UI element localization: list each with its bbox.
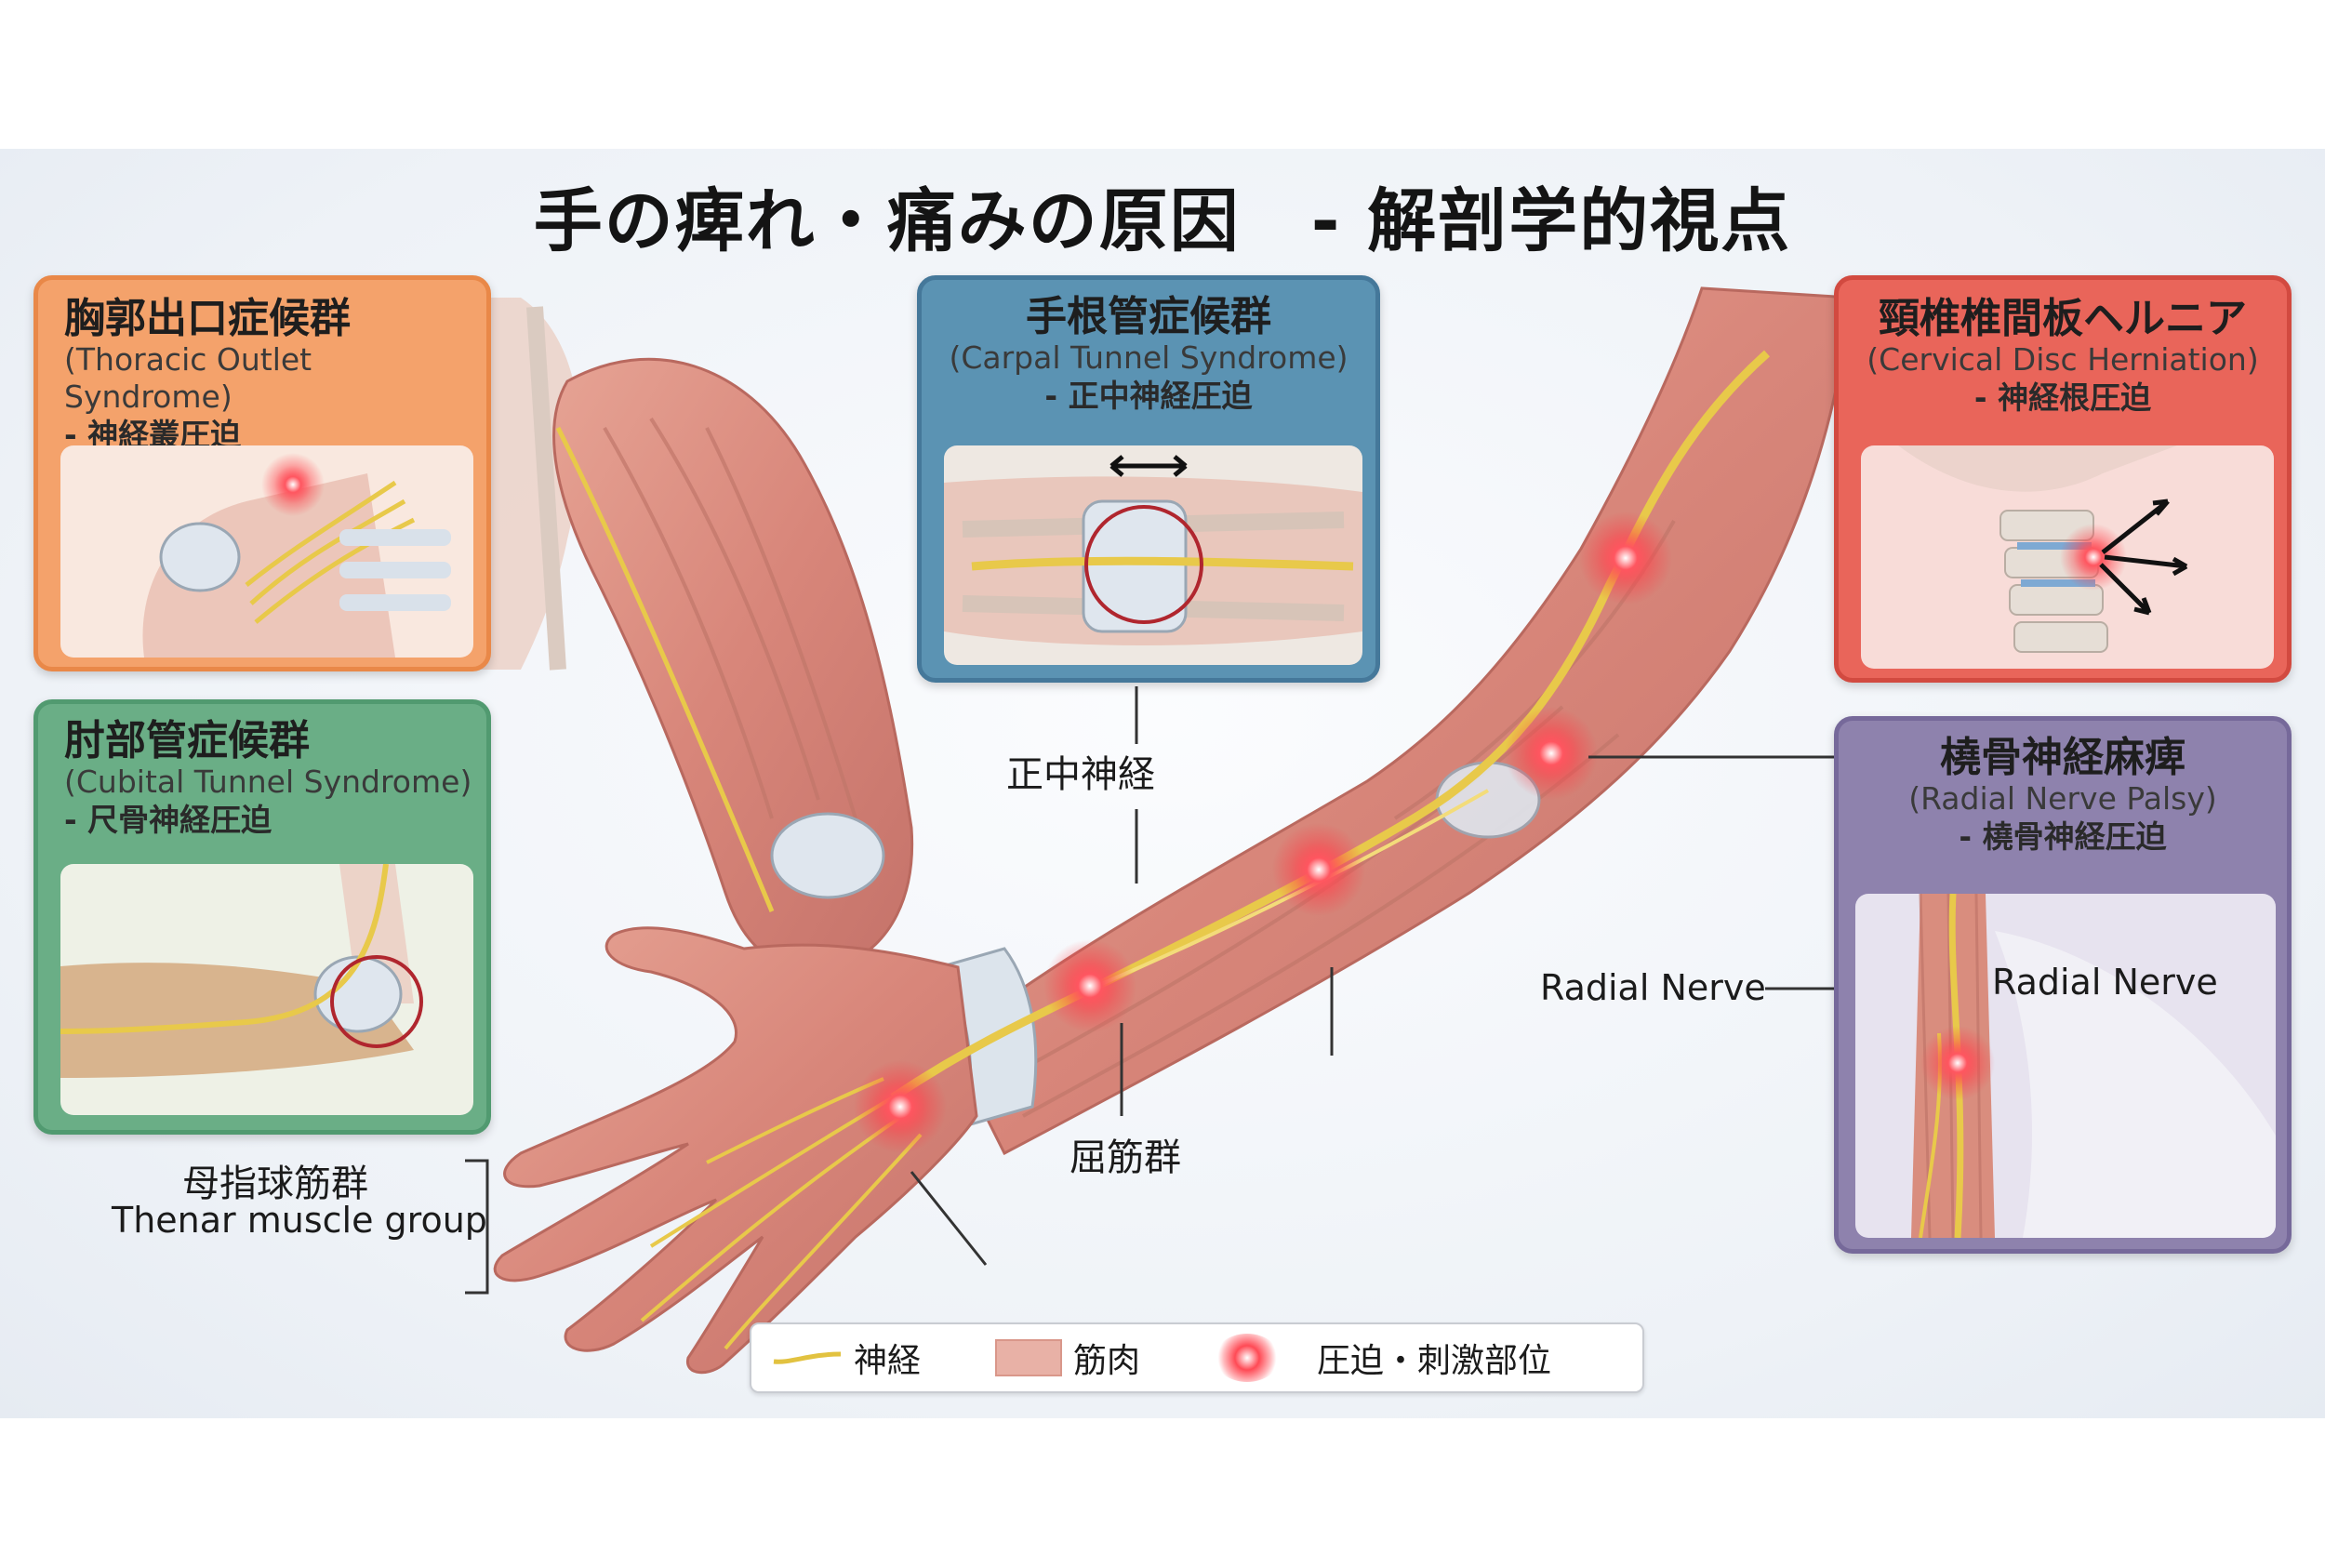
panel-title: 胸郭出口症候群 bbox=[64, 295, 351, 342]
label-flexor-group: 屈筋群 bbox=[1070, 1136, 1181, 1179]
arrow-icons bbox=[2099, 498, 2188, 616]
shoulder-region bbox=[465, 298, 580, 671]
compression-spot-mid-forearm bbox=[1272, 823, 1365, 916]
double-arrow-icon bbox=[1109, 455, 1188, 477]
panel-subtitle: (Cervical Disc Herniation) bbox=[1867, 341, 2259, 379]
compression-spot-elbow bbox=[1505, 707, 1598, 800]
legend-item-muscle: 筋肉 bbox=[995, 1334, 1140, 1382]
nerve-line-icon bbox=[773, 1351, 842, 1364]
label-thenar-en: Thenar muscle group bbox=[112, 1200, 487, 1241]
label-radial-nerve-right: Radial Nerve bbox=[1992, 962, 2218, 1003]
thoracic-outlet-illustration bbox=[60, 445, 473, 658]
compression-spot-palm bbox=[854, 1060, 947, 1153]
compression-spot-icon bbox=[1215, 1334, 1280, 1382]
panel-note: - 神経根圧迫 bbox=[1973, 379, 2152, 416]
panel-title: 橈骨神経麻痺 bbox=[1940, 734, 2186, 781]
label-thenar-jp: 母指球筋群 bbox=[182, 1163, 368, 1205]
radial-palsy-illustration bbox=[1855, 894, 2276, 1238]
panel-subtitle: (Cubital Tunnel Syndrome) bbox=[64, 764, 472, 801]
cubital-tunnel-illustration bbox=[60, 864, 473, 1115]
panel-subtitle: (Thoracic Outlet Syndrome) bbox=[64, 341, 312, 415]
label-median-nerve: 正中神経 bbox=[1006, 753, 1155, 796]
legend-label-compression: 圧迫・刺激部位 bbox=[1317, 1342, 1552, 1380]
legend-item-compression: 圧迫・刺激部位 bbox=[1215, 1334, 1551, 1382]
legend-item-nerve: 神経 bbox=[772, 1334, 921, 1382]
panel-note: - 尺骨神経圧迫 bbox=[64, 801, 272, 838]
panel-radial-palsy: 橈骨神経麻痺 (Radial Nerve Palsy) - 橈骨神経圧迫 bbox=[1834, 716, 2292, 1254]
legend-label-muscle: 筋肉 bbox=[1073, 1342, 1141, 1380]
panel-subtitle: (Carpal Tunnel Syndrome) bbox=[949, 339, 1348, 377]
panel-cervical-disc: 頸椎椎間板ヘルニア (Cervical Disc Herniation) - 神… bbox=[1834, 275, 2292, 683]
leader-lines bbox=[465, 686, 1851, 1295]
panel-thoracic-outlet: 胸郭出口症候群 (Thoracic Outlet Syndrome) - 神経叢… bbox=[33, 275, 491, 671]
muscle-swatch-icon bbox=[995, 1339, 1062, 1376]
upper-arm bbox=[552, 357, 914, 972]
panel-note: - 橈骨神経圧迫 bbox=[1959, 817, 2167, 855]
panel-subtitle: (Radial Nerve Palsy) bbox=[1908, 780, 2217, 817]
cervical-disc-illustration bbox=[1861, 445, 2274, 669]
page-title: 手の痺れ・痛みの原因 - 解剖学的視点 bbox=[533, 181, 1792, 261]
legend: 神経 筋肉 圧迫・刺激部位 bbox=[750, 1322, 1644, 1393]
panel-title: 肘部管症候群 bbox=[64, 717, 310, 764]
carpal-tunnel-illustration bbox=[944, 445, 1362, 665]
panel-note: - 正中神経圧迫 bbox=[1044, 377, 1253, 414]
diagram-canvas: 手の痺れ・痛みの原因 - 解剖学的視点 胸郭出口症候群 (Thoracic Ou… bbox=[0, 149, 2325, 1418]
legend-label-nerve: 神経 bbox=[854, 1342, 922, 1380]
arm-anatomy-illustration bbox=[389, 286, 1853, 1375]
compression-spot-upper-forearm bbox=[1579, 512, 1672, 605]
panel-carpal-tunnel: 手根管症候群 (Carpal Tunnel Syndrome) - 正中神経圧迫 bbox=[917, 275, 1380, 683]
label-radial-nerve-left: Radial Nerve bbox=[1540, 967, 1766, 1008]
panel-cubital-tunnel: 肘部管症候群 (Cubital Tunnel Syndrome) - 尺骨神経圧… bbox=[33, 699, 491, 1135]
compression-spot-wrist bbox=[1043, 939, 1136, 1032]
panel-title: 頸椎椎間板ヘルニア bbox=[1879, 295, 2247, 342]
panel-title: 手根管症候群 bbox=[1026, 293, 1271, 340]
